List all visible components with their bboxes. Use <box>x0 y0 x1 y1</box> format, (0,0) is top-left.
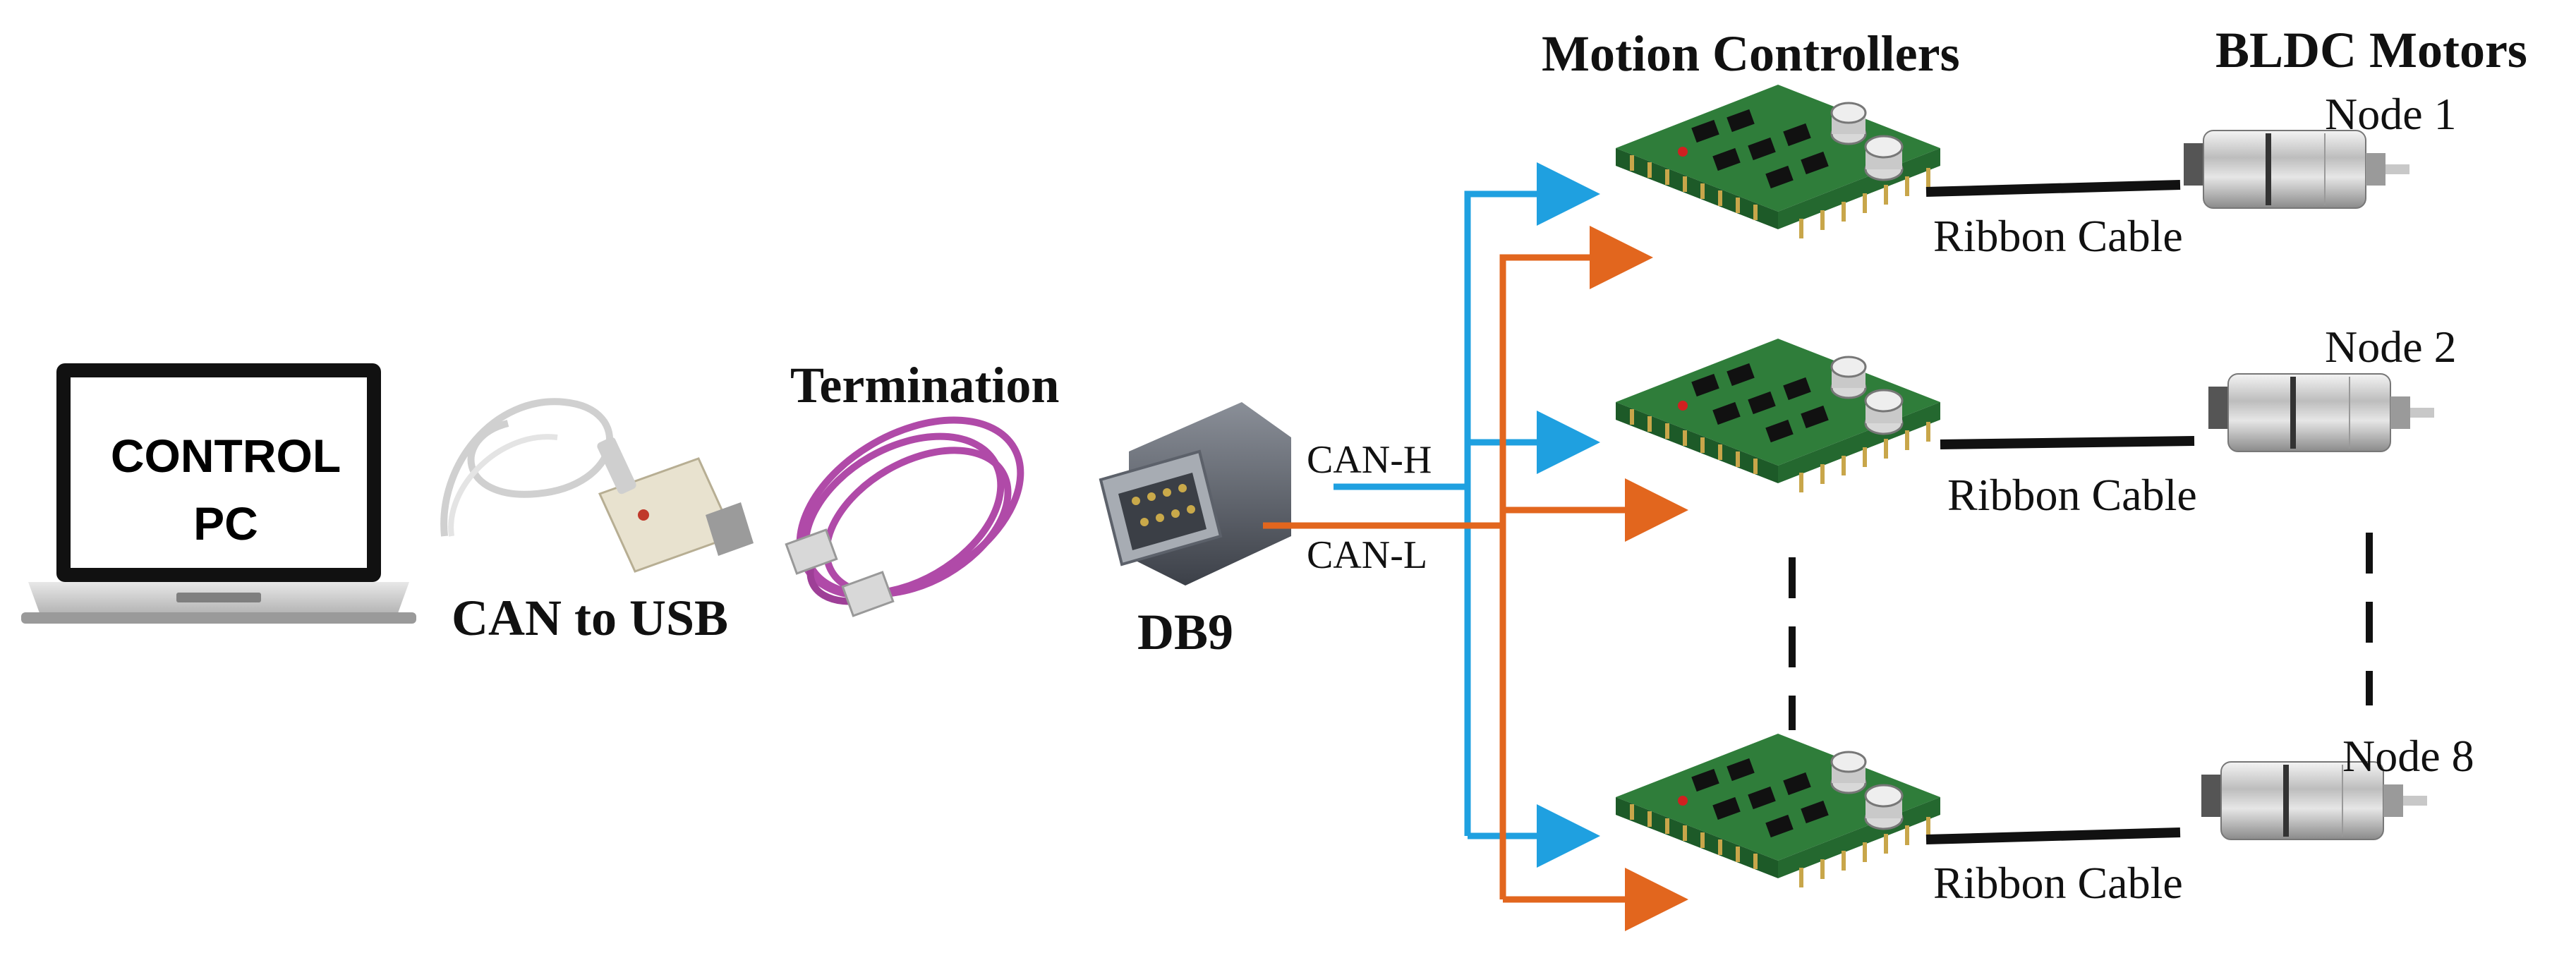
bldc-motors-label: BLDC Motors <box>2215 22 2527 78</box>
termination-cable-icon <box>796 416 1024 605</box>
can-h-label: CAN-H <box>1307 438 1432 482</box>
node-2-label: Node 2 <box>2325 322 2457 372</box>
control-pc-label-line2: PC <box>193 497 258 550</box>
ribbon-cable-node2-label: Ribbon Cable <box>1947 470 2197 520</box>
rj45-plug-icon <box>785 528 895 617</box>
can-usb-label: CAN to USB <box>452 590 729 646</box>
motion-controller-node2-icon <box>1614 337 1942 494</box>
motion-controller-node8-icon <box>1614 732 1942 889</box>
motion-controller-node1-icon <box>1614 83 1942 240</box>
control-pc-label-line1: CONTROL <box>110 430 341 482</box>
can-l-bus <box>1263 226 1688 931</box>
laptop-icon <box>21 363 416 624</box>
db9-connector-icon <box>1099 402 1291 586</box>
ribbon-cable-node1-label: Ribbon Cable <box>1933 211 2183 261</box>
ribbon-cable-node8-label: Ribbon Cable <box>1933 858 2183 908</box>
motion-controllers-label: Motion Controllers <box>1542 25 1960 82</box>
can-usb-adapter-icon <box>440 398 754 573</box>
db9-label: DB9 <box>1137 604 1234 660</box>
node-1-label: Node 1 <box>2325 89 2457 139</box>
termination-label: Termination <box>790 357 1060 413</box>
node-8-label: Node 8 <box>2342 731 2474 781</box>
control-pc-label: CONTROL PC <box>71 422 381 557</box>
can-l-label: CAN-L <box>1307 533 1428 577</box>
bldc-motor-node1-icon <box>2184 131 2409 208</box>
bldc-motor-node2-icon <box>2208 374 2434 451</box>
can-h-bus <box>1334 162 1600 868</box>
ellipsis-dashes <box>1789 533 2373 730</box>
ribbon-cables <box>1925 180 2195 844</box>
